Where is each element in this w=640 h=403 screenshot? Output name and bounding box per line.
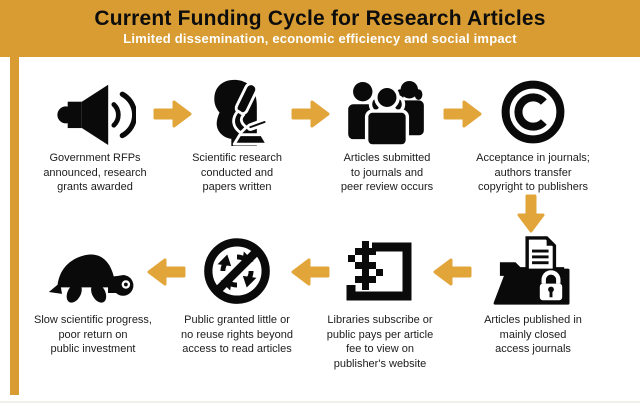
arrow-left-icon	[290, 257, 330, 287]
locked-folder-icon	[492, 235, 574, 307]
arrow-right-icon	[291, 99, 331, 129]
step-label: Libraries subscribe or public pays per a…	[326, 314, 434, 370]
page-subtitle: Limited dissemination, economic efficien…	[123, 31, 517, 46]
left-accent-stripe	[10, 57, 19, 395]
scientist-microscope-icon	[203, 78, 271, 146]
no-reuse-icon	[202, 236, 272, 306]
arrow-right-icon	[153, 99, 193, 129]
arrow-down-icon	[516, 194, 546, 234]
step-label: Public granted little or no reuse rights…	[181, 314, 293, 356]
step-label: Articles submitted to journals and peer …	[340, 152, 434, 194]
people-group-icon	[347, 81, 427, 145]
page-title: Current Funding Cycle for Research Artic…	[94, 7, 546, 30]
arrow-right-icon	[443, 99, 483, 129]
turtle-icon	[45, 246, 141, 308]
step-label: Slow scientific progress, poor return on…	[34, 314, 152, 356]
arrow-left-icon	[432, 257, 472, 287]
step-label: Articles published in mainly closed acce…	[484, 314, 582, 356]
step-label: Acceptance in journals; authors transfer…	[476, 152, 590, 194]
copyright-icon	[499, 78, 567, 146]
speaker-announcement-icon	[54, 81, 136, 145]
header-band: Current Funding Cycle for Research Artic…	[0, 0, 640, 57]
arrow-left-icon	[146, 257, 186, 287]
step-label: Government RFPs announced, research gran…	[43, 152, 147, 194]
step-label: Scientific research conducted and papers…	[192, 152, 282, 194]
paywall-dollar-icon	[344, 239, 416, 305]
